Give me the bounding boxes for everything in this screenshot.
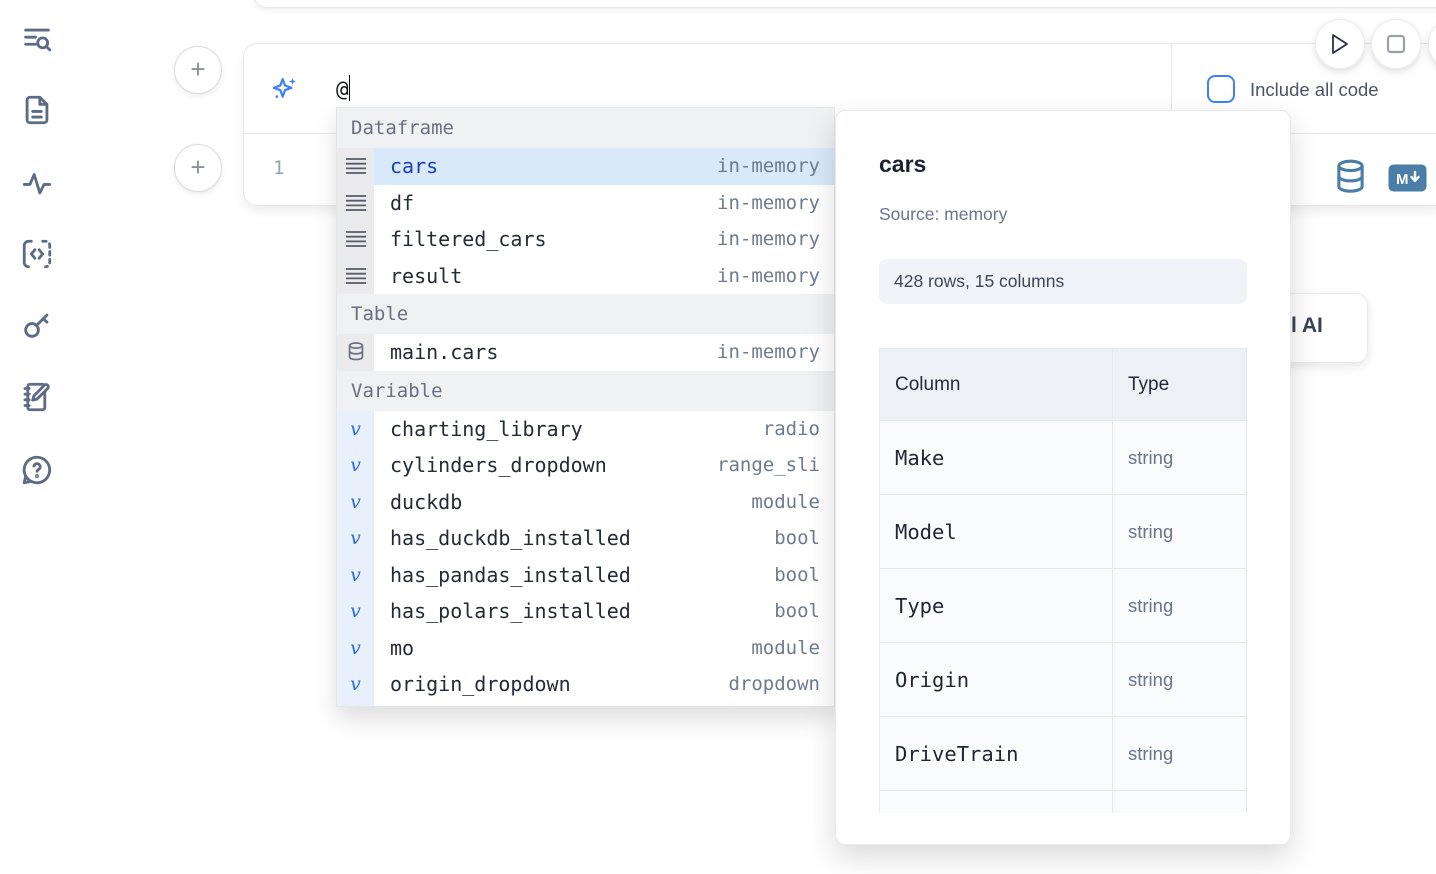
table-row: Model string bbox=[879, 495, 1247, 569]
section-header-table: Table bbox=[337, 294, 834, 334]
scratchpad-edit-icon[interactable] bbox=[20, 380, 54, 414]
code-editor-row[interactable]: 1 M bbox=[244, 135, 1436, 205]
dataframe-preview-popup: cars Source: memory 428 rows, 15 columns… bbox=[835, 110, 1291, 845]
variable-icon: v bbox=[337, 666, 374, 703]
variable-icon: v bbox=[337, 447, 374, 484]
dataframe-rows-icon bbox=[337, 184, 374, 221]
variable-icon: v bbox=[337, 556, 374, 593]
snippets-code-icon[interactable] bbox=[20, 237, 54, 271]
text-cursor bbox=[348, 75, 351, 101]
section-header-dataframe: Dataframe bbox=[337, 108, 834, 148]
include-all-code-checkbox[interactable] bbox=[1207, 75, 1235, 103]
activity-icon[interactable] bbox=[20, 166, 54, 200]
add-cell-above-button[interactable]: + bbox=[174, 46, 222, 94]
stop-button[interactable] bbox=[1371, 19, 1421, 69]
column-header: Column bbox=[879, 348, 1113, 421]
section-header-variable: Variable bbox=[337, 370, 834, 411]
dataframe-rows-icon bbox=[337, 221, 374, 258]
ai-button-label: l AI bbox=[1291, 314, 1323, 337]
table-row: Type string bbox=[879, 569, 1247, 643]
table-row: Origin string bbox=[879, 643, 1247, 717]
svg-text:M: M bbox=[1396, 171, 1409, 188]
variable-icon: v bbox=[337, 410, 374, 447]
table-database-icon bbox=[337, 334, 374, 371]
key-icon[interactable] bbox=[20, 308, 54, 342]
markdown-cell-icon[interactable]: M bbox=[1388, 164, 1427, 197]
schema-header-row: Column Type bbox=[879, 348, 1247, 421]
table-row: DriveTrain string bbox=[879, 717, 1247, 791]
dataframe-rows-icon bbox=[337, 257, 374, 294]
variable-icon: v bbox=[337, 629, 374, 666]
table-of-contents-search-icon[interactable] bbox=[20, 23, 54, 57]
include-all-code-label: Include all code bbox=[1250, 79, 1379, 100]
database-cell-icon[interactable] bbox=[1335, 159, 1366, 201]
table-row: Make string bbox=[879, 421, 1247, 495]
preview-source: Source: memory bbox=[879, 204, 1008, 224]
variable-icon: v bbox=[337, 483, 374, 520]
preview-title: cars bbox=[879, 151, 927, 177]
help-chat-icon[interactable] bbox=[20, 453, 54, 487]
variable-icon: v bbox=[337, 593, 374, 630]
sparkles-icon bbox=[272, 77, 297, 98]
variable-icon: v bbox=[337, 702, 374, 706]
schema-table: Column Type Make string Model string Typ… bbox=[879, 348, 1247, 813]
variable-icon: v bbox=[337, 520, 374, 557]
include-all-code-area: Include all code bbox=[1171, 44, 1436, 133]
dataframe-rows-icon bbox=[337, 148, 374, 185]
line-number: 1 bbox=[273, 157, 285, 179]
autocomplete-item-pd[interactable]: v pdmodule bbox=[337, 702, 834, 706]
ai-prompt-input[interactable]: @ bbox=[336, 75, 351, 101]
type-header: Type bbox=[1113, 348, 1247, 421]
file-text-icon[interactable] bbox=[20, 93, 54, 127]
previous-cell-edge bbox=[253, 0, 1436, 8]
table-row-partial bbox=[879, 791, 1247, 813]
preview-stats-badge: 428 rows, 15 columns bbox=[879, 259, 1247, 304]
run-cell-button[interactable] bbox=[1315, 19, 1365, 69]
add-cell-below-button[interactable]: + bbox=[174, 144, 222, 192]
